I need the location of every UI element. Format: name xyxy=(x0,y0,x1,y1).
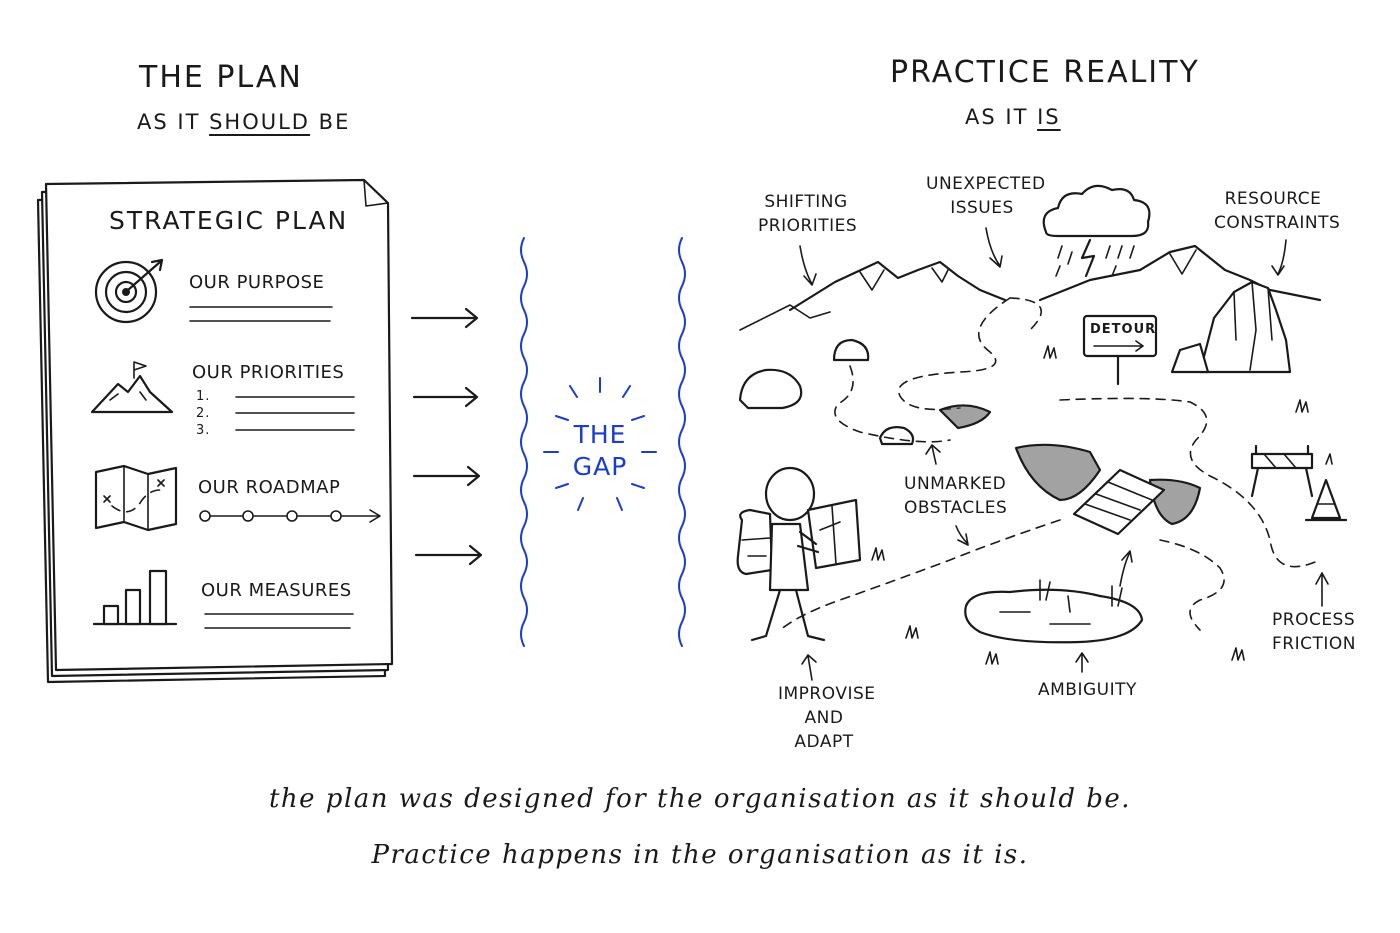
plan-subtitle-pre: AS IT xyxy=(137,110,210,134)
section-measures-label: OUR MEASURES xyxy=(201,580,352,601)
detour-sign xyxy=(1082,314,1158,386)
hiker-figure xyxy=(736,466,862,642)
target-icon xyxy=(94,258,164,324)
document-heading: STRATEGIC PLAN xyxy=(109,206,349,235)
section-purpose-label: OUR PURPOSE xyxy=(189,272,325,293)
reality-title: PRACTICE REALITY xyxy=(890,55,1200,90)
label-shifting-priorities: SHIFTING PRIORITIES xyxy=(758,192,858,236)
plan-subtitle-emphasis: SHOULD xyxy=(209,110,310,134)
gap-boundary-lines xyxy=(520,237,686,647)
reality-subtitle-emphasis: IS xyxy=(1037,105,1061,129)
map-icon xyxy=(94,464,178,532)
winding-path xyxy=(779,297,1321,631)
reality-subtitle-pre: AS IT xyxy=(965,105,1038,129)
storm-cloud-icon xyxy=(1042,184,1151,278)
caption-line-2: Practice happens in the organisation as … xyxy=(371,840,1029,870)
section-priorities-label: OUR PRIORITIES xyxy=(192,362,345,383)
gap-burst-lines xyxy=(543,377,657,511)
label-unexpected-issues: UNEXPECTED ISSUES xyxy=(926,174,1046,218)
priority-number-3: 3. xyxy=(196,423,211,438)
detour-sign-text: DETOUR xyxy=(1090,322,1157,337)
label-resource-constraints: RESOURCE CONSTRAINTS xyxy=(1214,189,1341,233)
chasm xyxy=(938,404,1202,526)
priority-number-1: 1. xyxy=(196,389,211,404)
gap-label: THE GAP xyxy=(572,420,628,481)
label-unmarked-obstacles: UNMARKED OBSTACLES xyxy=(904,474,1008,518)
reality-subtitle: AS IT IS xyxy=(965,105,1061,129)
bar-chart-icon xyxy=(92,569,178,626)
pond xyxy=(964,579,1144,644)
grass-tufts xyxy=(871,345,1333,665)
label-process-friction: PROCESS FRICTION xyxy=(1272,610,1356,654)
plan-subtitle: AS IT SHOULD BE xyxy=(137,110,350,134)
plan-subtitle-post: BE xyxy=(309,110,351,134)
boulders xyxy=(738,338,915,446)
road-barrier xyxy=(1250,444,1314,498)
mountain-flag-icon xyxy=(90,361,174,414)
label-ambiguity: AMBIGUITY xyxy=(1038,680,1137,700)
traffic-cone xyxy=(1304,478,1348,522)
rock-formation xyxy=(1170,280,1292,374)
plan-title: THE PLAN xyxy=(139,60,303,95)
section-roadmap-label: OUR ROADMAP xyxy=(198,477,341,498)
priority-number-2: 2. xyxy=(196,406,211,421)
plank-bridge xyxy=(1072,468,1166,536)
label-improvise-adapt: IMPROVISE AND ADAPT xyxy=(778,684,876,752)
caption-line-1: the plan was designed for the organisati… xyxy=(268,784,1132,814)
label-arrows xyxy=(799,227,1329,681)
plan-arrows xyxy=(410,307,483,566)
roadmap-timeline xyxy=(199,509,381,523)
strategic-plan-document xyxy=(36,178,394,684)
